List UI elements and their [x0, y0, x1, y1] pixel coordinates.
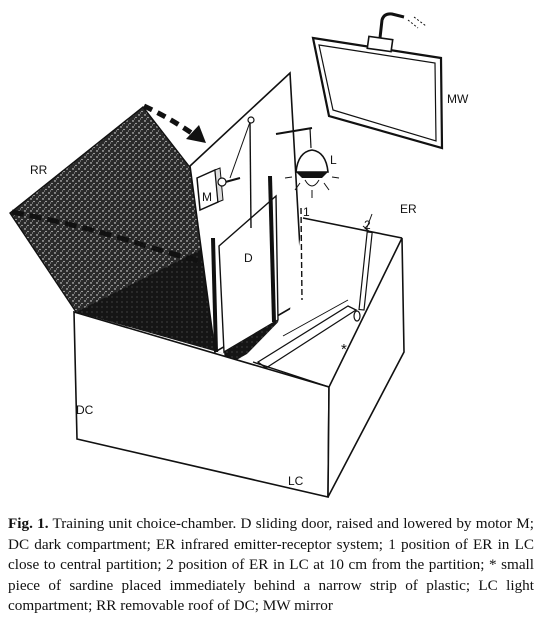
label-sardine-star: * — [341, 341, 347, 358]
figure-caption: Fig. 1. Training unit choice-chamber. D … — [8, 514, 534, 617]
caption-figure-number: Fig. 1. — [8, 515, 49, 532]
label-m: M — [202, 190, 212, 204]
caption-text: Training unit choice-chamber. D sliding … — [8, 515, 534, 615]
label-lc: LC — [288, 474, 304, 488]
motor — [196, 116, 255, 229]
label-rr: RR — [30, 163, 48, 177]
label-l: L — [330, 153, 337, 167]
box-front-right-wall — [327, 237, 405, 498]
label-mw: MW — [447, 92, 469, 106]
mirror — [311, 12, 444, 150]
label-er: ER — [400, 202, 417, 216]
label-position-2: 2 — [364, 218, 371, 232]
label-position-1: 1 — [303, 205, 310, 219]
roof-arrow — [142, 103, 198, 139]
apparatus-diagram: MW RR M L D ER 1 2 * DC LC — [9, 12, 469, 499]
label-d: D — [244, 251, 253, 265]
label-dc: DC — [76, 403, 94, 417]
lamp — [275, 127, 340, 198]
